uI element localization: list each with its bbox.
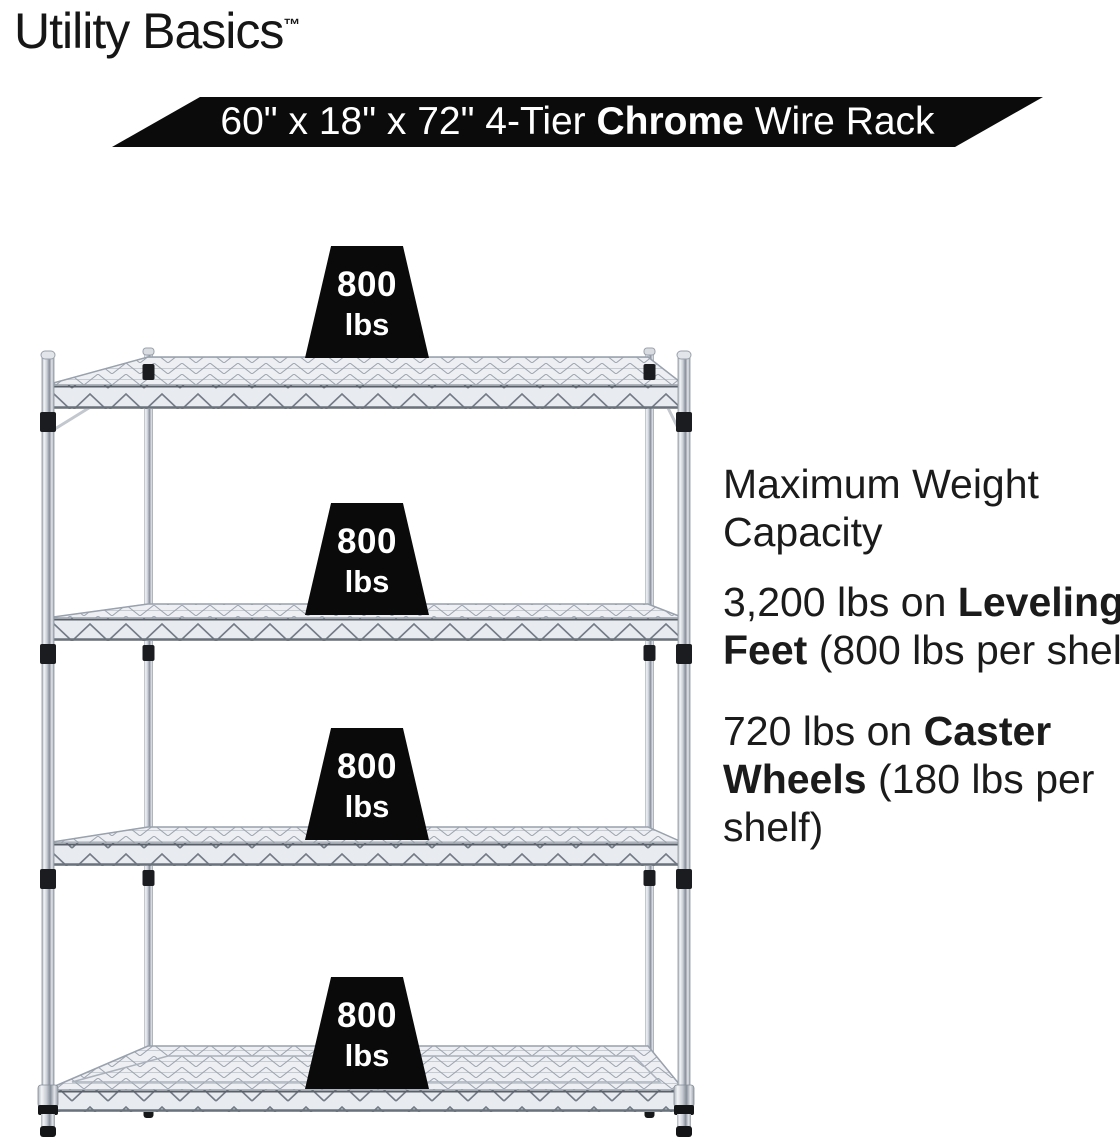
leveling-bold: Leveling Feet [723, 579, 1120, 673]
brand-name: Utility Basics [14, 3, 284, 59]
banner-text-prefix: 60" x 18" x 72" 4-Tier [220, 100, 597, 143]
casters-suffix: (180 lbs per shelf) [723, 756, 1095, 850]
weight-badge-shelf-2: 800 lbs [305, 503, 429, 615]
weight-unit: lbs [344, 789, 390, 824]
leveling-foot-left [37, 1084, 59, 1108]
rack-post-back-left [142, 347, 155, 1118]
casters-bold: Caster Wheels [723, 708, 1052, 802]
weight-value: 800 [337, 996, 397, 1035]
capacity-info: Maximum Weight Capacity 3,200 lbs on Lev… [723, 460, 1120, 884]
weight-unit: lbs [344, 564, 390, 599]
banner-text-bold: Chrome [596, 100, 744, 143]
shelf-collars [40, 364, 692, 889]
leveling-prefix: 3,200 lbs on [723, 579, 958, 625]
trademark-symbol: ™ [283, 15, 301, 35]
shelf-4 [45, 1044, 686, 1114]
rack-post-back-right [643, 347, 656, 1118]
brand-logo: Utility Basics™ [14, 4, 300, 59]
casters-prefix: 720 lbs on [723, 708, 924, 754]
banner-text-suffix: Wire Rack [743, 100, 935, 143]
weight-value: 800 [337, 522, 397, 561]
weight-unit: lbs [344, 1038, 390, 1073]
rack-post-front-left [37, 350, 59, 1137]
weight-value: 800 [337, 747, 397, 786]
capacity-heading: Maximum Weight Capacity [723, 461, 1039, 555]
rack-post-front-right [673, 350, 695, 1137]
weight-unit: lbs [344, 307, 390, 342]
banner-text: 60" x 18" x 72" 4-Tier Chrome Wire Rack [220, 97, 934, 147]
caster-wheels-capacity: 720 lbs on Caster Wheels (180 lbs per sh… [723, 707, 1120, 851]
leveling-suffix: (800 lbs per shelf) [807, 627, 1120, 673]
leveling-foot-right [673, 1084, 695, 1108]
weight-value: 800 [337, 265, 397, 304]
product-title-banner: 60" x 18" x 72" 4-Tier Chrome Wire Rack [112, 97, 1043, 147]
leveling-feet-capacity: 3,200 lbs on Leveling Feet (800 lbs per … [723, 578, 1120, 674]
shelf-1 [45, 355, 687, 411]
